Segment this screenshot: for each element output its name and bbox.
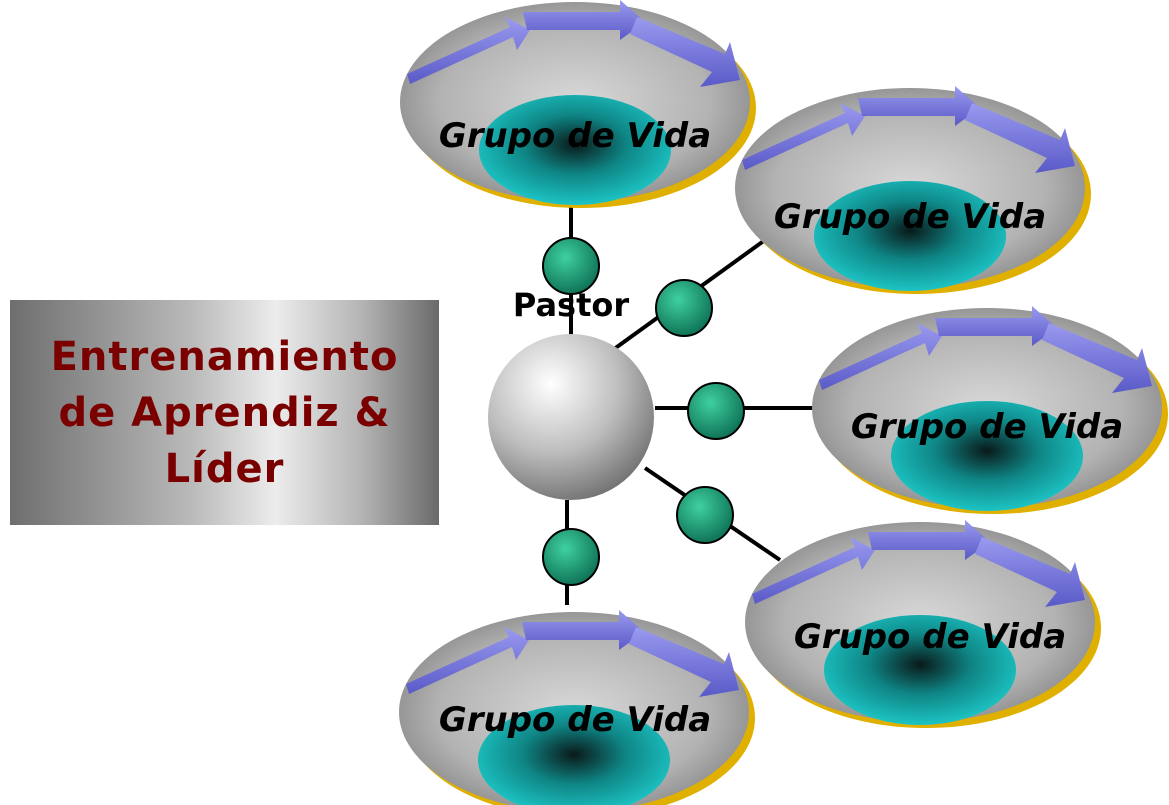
connector-node-lower-right [676, 486, 734, 544]
connector-node-bottom [542, 528, 600, 586]
group-label-bottom: Grupo de Vida [438, 700, 712, 740]
training-line-2: de Aprendiz & [58, 389, 391, 436]
group-top [400, 0, 756, 208]
training-line-1: Entrenamiento [50, 333, 399, 380]
group-label-right: Grupo de Vida [850, 407, 1124, 447]
group-label-lower-right: Grupo de Vida [793, 617, 1067, 657]
training-box: Entrenamiento de Aprendiz & Líder [10, 300, 439, 525]
pastor-circle [488, 334, 654, 500]
connector-node-top [542, 237, 600, 295]
connector-nodes [542, 237, 745, 586]
pastor-label: Pastor [512, 286, 630, 324]
connector-node-right [687, 382, 745, 440]
training-line-3: Líder [164, 445, 285, 492]
group-upper-right [735, 86, 1091, 294]
group-label-upper-right: Grupo de Vida [773, 197, 1047, 237]
group-label-top: Grupo de Vida [438, 116, 712, 156]
connector-node-upper-right [655, 279, 713, 337]
